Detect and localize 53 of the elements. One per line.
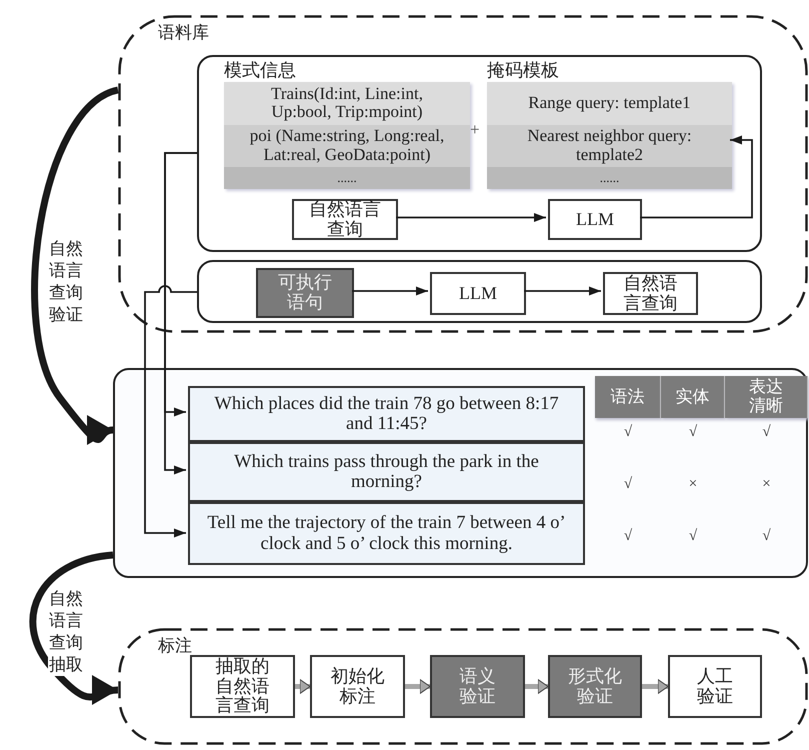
- process-box: LLM: [548, 199, 642, 240]
- process-box: LLM: [430, 272, 526, 315]
- dashed-region: [118, 15, 808, 333]
- arrow: [295, 679, 310, 694]
- process-box: 语义验证: [430, 655, 525, 718]
- process-box: 人工验证: [668, 655, 762, 718]
- table-cell-text: √: [622, 526, 634, 546]
- table-cell-text: √: [761, 526, 772, 546]
- table-cell-text: √: [622, 422, 634, 442]
- schema-row: Trains(Id:int, Line:int, Up:bool, Trip:mpoint): [224, 82, 470, 124]
- rounded-panel: [113, 368, 808, 578]
- process-box: 抽取的自然语言查询: [190, 655, 295, 718]
- arrow: [352, 286, 428, 296]
- arrow: [405, 679, 430, 694]
- process-box: 自然语言查询: [292, 199, 398, 240]
- rounded-panel: [197, 55, 762, 252]
- process-box: 形式化验证: [548, 655, 642, 718]
- table-cell-text: √: [688, 422, 698, 442]
- table-cell-text: √: [761, 422, 772, 442]
- table-cell-text: ×: [688, 474, 698, 494]
- schema-row: Range query: template1: [487, 82, 732, 124]
- arrow: [144, 285, 197, 538]
- edge-label: 自然语言查询抽取: [48, 588, 84, 676]
- table-cell-text: √: [622, 474, 634, 494]
- table-cell-text: ×: [761, 474, 772, 494]
- region-title: 语料库: [158, 22, 209, 44]
- table-header-cell: 语法: [595, 376, 661, 418]
- schema-row: Nearest neighbor query: template2: [487, 124, 732, 167]
- arrow: [640, 136, 753, 218]
- region-title: 标注: [158, 635, 192, 657]
- process-box: 初始化标注: [310, 655, 405, 718]
- arrow: [396, 213, 546, 222]
- arrow: [525, 679, 548, 694]
- question-box: Which places did the train 78 go between 8:17 and 11:45?: [188, 386, 585, 442]
- question-box: Which trains pass through the park in the morning?: [188, 442, 585, 502]
- arrow: [642, 679, 668, 694]
- process-box: 自然语言查询: [603, 272, 698, 315]
- panel-heading: 模式信息: [224, 60, 296, 80]
- plus-sign: +: [470, 120, 480, 140]
- arrow: [164, 152, 197, 474]
- rounded-panel: [197, 260, 762, 323]
- dashed-region: [118, 628, 808, 745]
- table-header-cell: 实体: [661, 376, 725, 418]
- question-box: Tell me the trajectory of the train 7 between 4 o’ clock and 5 o’ clock this morning.: [188, 502, 585, 565]
- panel-heading: 掩码模板: [487, 60, 559, 80]
- table-cell-text: √: [688, 526, 698, 546]
- curved-arrow: [30, 552, 118, 708]
- arrow: [524, 286, 601, 296]
- process-box: 可执行语句: [256, 268, 354, 318]
- schema-row: poi (Name:string, Long:real, Lat:real, GeoData:point): [224, 124, 470, 167]
- table-header-cell: 表达清晰: [725, 376, 808, 418]
- ellipsis-row: ......: [224, 167, 470, 189]
- ellipsis-row: ......: [487, 167, 732, 189]
